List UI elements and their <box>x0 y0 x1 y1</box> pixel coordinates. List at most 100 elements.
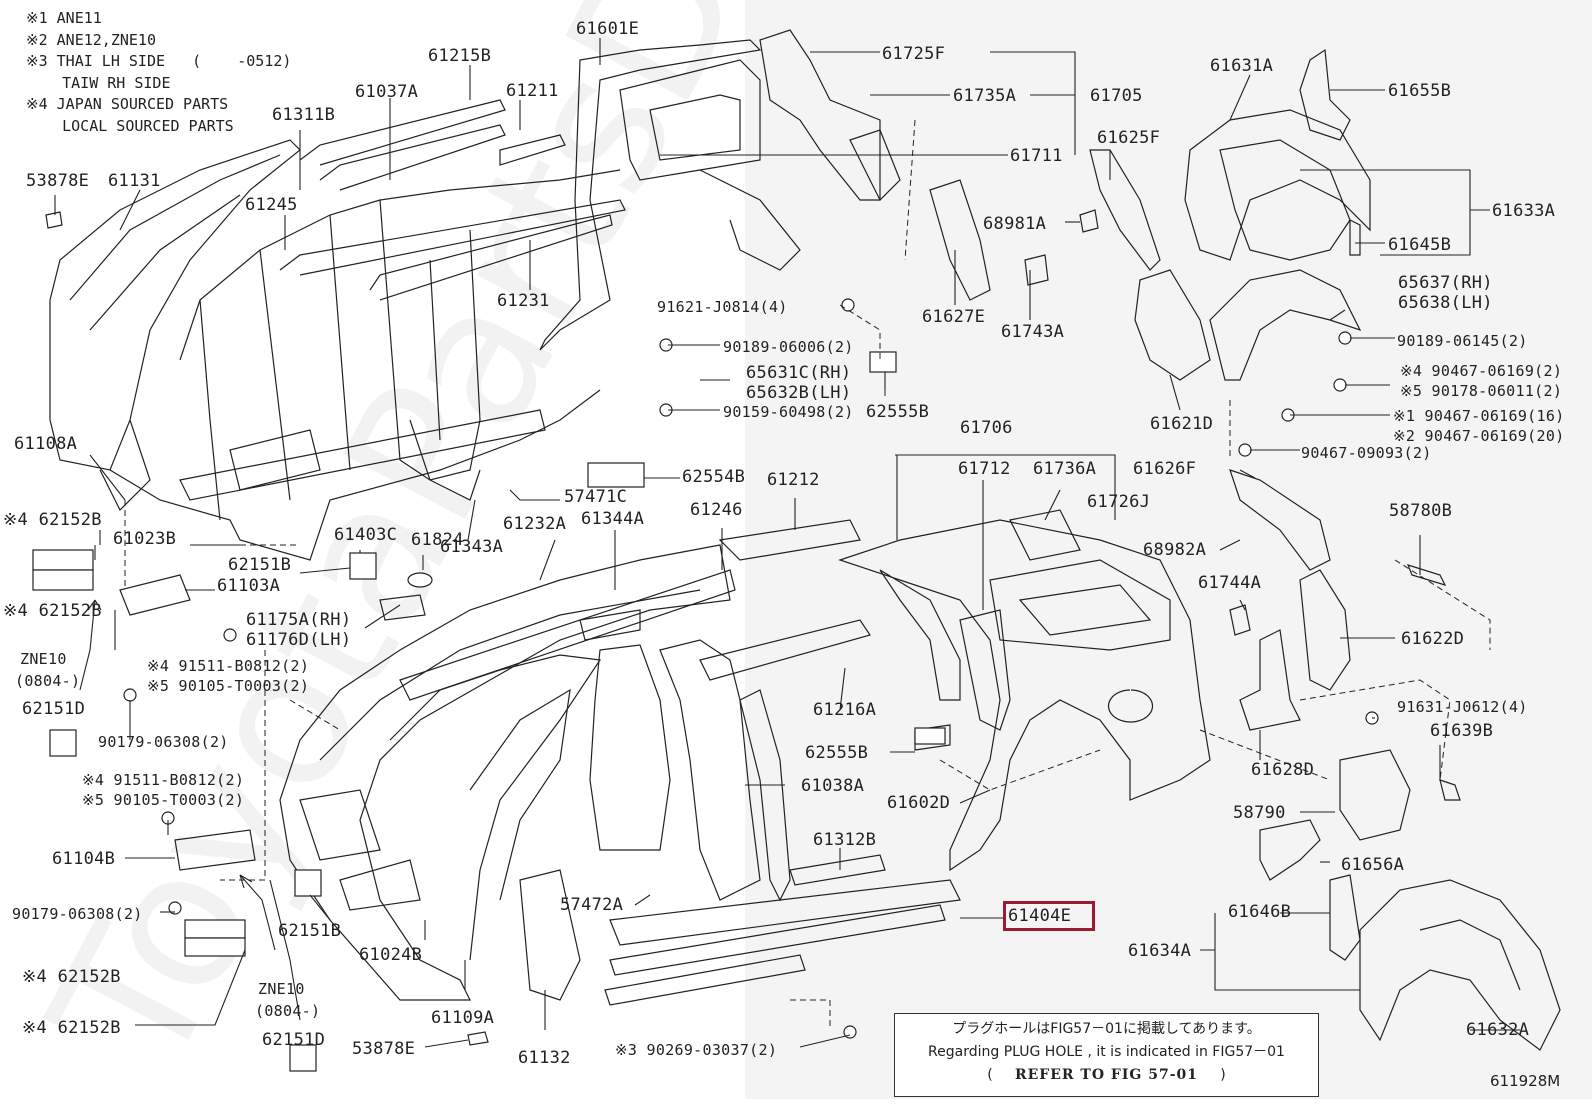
part-label[interactable]: 61706 <box>960 418 1013 438</box>
part-label[interactable]: 61621D <box>1150 414 1214 434</box>
part-label[interactable]: 61175A(RH) <box>246 610 352 630</box>
part-label[interactable]: 61103A <box>217 576 281 596</box>
part-label[interactable]: ZNE10 <box>20 650 67 668</box>
part-label[interactable]: 90179-06308(2) <box>12 905 143 923</box>
part-label[interactable]: 61216A <box>813 700 877 720</box>
part-label[interactable]: 61645B <box>1388 235 1452 255</box>
part-label[interactable]: 61639B <box>1430 721 1494 741</box>
part-label-highlighted[interactable]: 61404E <box>1008 906 1072 926</box>
part-label[interactable]: 62151D <box>22 699 86 719</box>
part-label[interactable]: 61736A <box>1033 459 1097 479</box>
part-label[interactable]: 65632B(LH) <box>746 383 852 403</box>
part-label[interactable]: 53878E <box>352 1039 416 1059</box>
part-label[interactable]: 68982A <box>1143 540 1207 560</box>
part-label[interactable]: (0804-) <box>255 1002 321 1020</box>
part-label[interactable]: 62151D <box>262 1030 326 1050</box>
part-label[interactable]: 61245 <box>245 195 298 215</box>
part-label[interactable]: 61726J <box>1087 492 1151 512</box>
refer-to-fig-link[interactable]: REFER TO FIG 57-01 <box>1014 1067 1198 1083</box>
part-label[interactable]: 90159-60498(2) <box>723 403 854 421</box>
part-label[interactable]: 61024B <box>359 945 423 965</box>
part-label[interactable]: 61655B <box>1388 81 1452 101</box>
part-label[interactable]: 61108A <box>14 434 78 454</box>
part-label[interactable]: 90189-06145(2) <box>1397 332 1528 350</box>
part-label[interactable]: 61132 <box>518 1048 571 1068</box>
part-label[interactable]: ※3 90269-03037(2) <box>615 1041 778 1059</box>
part-label[interactable]: 61343A <box>440 537 504 557</box>
part-label[interactable]: 61712 <box>958 459 1011 479</box>
part-label[interactable]: 61601E <box>576 19 640 39</box>
part-label[interactable]: 58790 <box>1233 803 1286 823</box>
part-label[interactable]: 61215B <box>428 46 492 66</box>
part-label[interactable]: 61211 <box>506 81 559 101</box>
part-label[interactable]: 61602D <box>887 793 951 813</box>
part-label[interactable]: 62151B <box>228 555 292 575</box>
part-label[interactable]: 68981A <box>983 214 1047 234</box>
part-label[interactable]: 90467-09093(2) <box>1301 444 1432 462</box>
part-label[interactable]: 61725F <box>882 44 946 64</box>
part-label[interactable]: 61824 <box>411 530 464 550</box>
part-label[interactable]: 91631-J0612(4) <box>1397 698 1528 716</box>
part-label[interactable]: 62555B <box>805 743 869 763</box>
part-label[interactable]: 62554B <box>682 467 746 487</box>
part-label[interactable]: 57471C <box>564 487 628 507</box>
part-label[interactable]: 61109A <box>431 1008 495 1028</box>
part-label[interactable]: ※5 90105-T0003(2) <box>82 791 245 809</box>
part-label[interactable]: 62151B <box>278 921 342 941</box>
part-label[interactable]: 61311B <box>272 105 336 125</box>
part-label[interactable]: 61212 <box>767 470 820 490</box>
part-label[interactable]: 62555B <box>866 402 930 422</box>
part-label[interactable]: 61104B <box>52 849 116 869</box>
part-label[interactable]: 61023B <box>113 529 177 549</box>
part-label[interactable]: ※4 90467-06169(2) <box>1400 362 1563 380</box>
part-label[interactable]: ※2 90467-06169(20) <box>1393 427 1565 445</box>
part-label[interactable]: 61232A <box>503 514 567 534</box>
part-label[interactable]: 61344A <box>581 509 645 529</box>
part-label[interactable]: ※4 62152B <box>3 510 102 530</box>
part-label[interactable]: ※5 90178-06011(2) <box>1400 382 1563 400</box>
part-label[interactable]: 61626F <box>1133 459 1197 479</box>
part-label[interactable]: 61403C <box>334 525 398 545</box>
part-label[interactable]: 61633A <box>1492 201 1556 221</box>
part-label[interactable]: 61246 <box>690 500 743 520</box>
part-label[interactable]: 61037A <box>355 82 419 102</box>
part-label[interactable]: 90189-06006(2) <box>723 338 854 356</box>
part-label[interactable]: 61628D <box>1251 760 1315 780</box>
part-label[interactable]: 61743A <box>1001 322 1065 342</box>
part-label[interactable]: 61656A <box>1341 855 1405 875</box>
part-label[interactable]: 57472A <box>560 895 624 915</box>
part-label[interactable]: 61625F <box>1097 128 1161 148</box>
part-label[interactable]: ※4 62152B <box>22 1018 121 1038</box>
part-label[interactable]: 61312B <box>813 830 877 850</box>
part-label[interactable]: 65631C(RH) <box>746 363 852 383</box>
part-label[interactable]: ※4 91511-B0812(2) <box>147 657 310 675</box>
part-label[interactable]: 61646B <box>1228 902 1292 922</box>
part-label[interactable]: ZNE10 <box>258 980 305 998</box>
part-label[interactable]: 61705 <box>1090 86 1143 106</box>
part-label[interactable]: 61627E <box>922 307 986 327</box>
part-label[interactable]: 61231 <box>497 291 550 311</box>
part-label[interactable]: ※5 90105-T0003(2) <box>147 677 310 695</box>
part-label[interactable]: ※4 62152B <box>22 967 121 987</box>
part-label[interactable]: 61634A <box>1128 941 1192 961</box>
part-label[interactable]: 90179-06308(2) <box>98 733 229 751</box>
part-label[interactable]: 53878E <box>26 171 90 191</box>
part-label[interactable]: 61632A <box>1466 1020 1530 1040</box>
part-label[interactable]: (0804-) <box>15 672 81 690</box>
part-label[interactable]: 61131 <box>108 171 161 191</box>
part-label[interactable]: 65638(LH) <box>1398 293 1493 313</box>
part-label[interactable]: 61711 <box>1010 146 1063 166</box>
part-label[interactable]: 58780B <box>1389 501 1453 521</box>
part-label[interactable]: 61631A <box>1210 56 1274 76</box>
part-label[interactable]: 61744A <box>1198 573 1262 593</box>
part-label[interactable]: 91621-J0814(4) <box>657 298 788 316</box>
part-label[interactable]: ※4 91511-B0812(2) <box>82 771 245 789</box>
part-label[interactable]: 61176D(LH) <box>246 630 352 650</box>
part-label[interactable]: ※1 90467-06169(16) <box>1393 407 1565 425</box>
part-label[interactable]: ※4 62152B <box>3 601 102 621</box>
part-label[interactable]: 61735A <box>953 86 1017 106</box>
part-label[interactable]: 61622D <box>1401 629 1465 649</box>
part-label[interactable]: 65637(RH) <box>1398 273 1493 293</box>
part-label[interactable]: 61038A <box>801 776 865 796</box>
